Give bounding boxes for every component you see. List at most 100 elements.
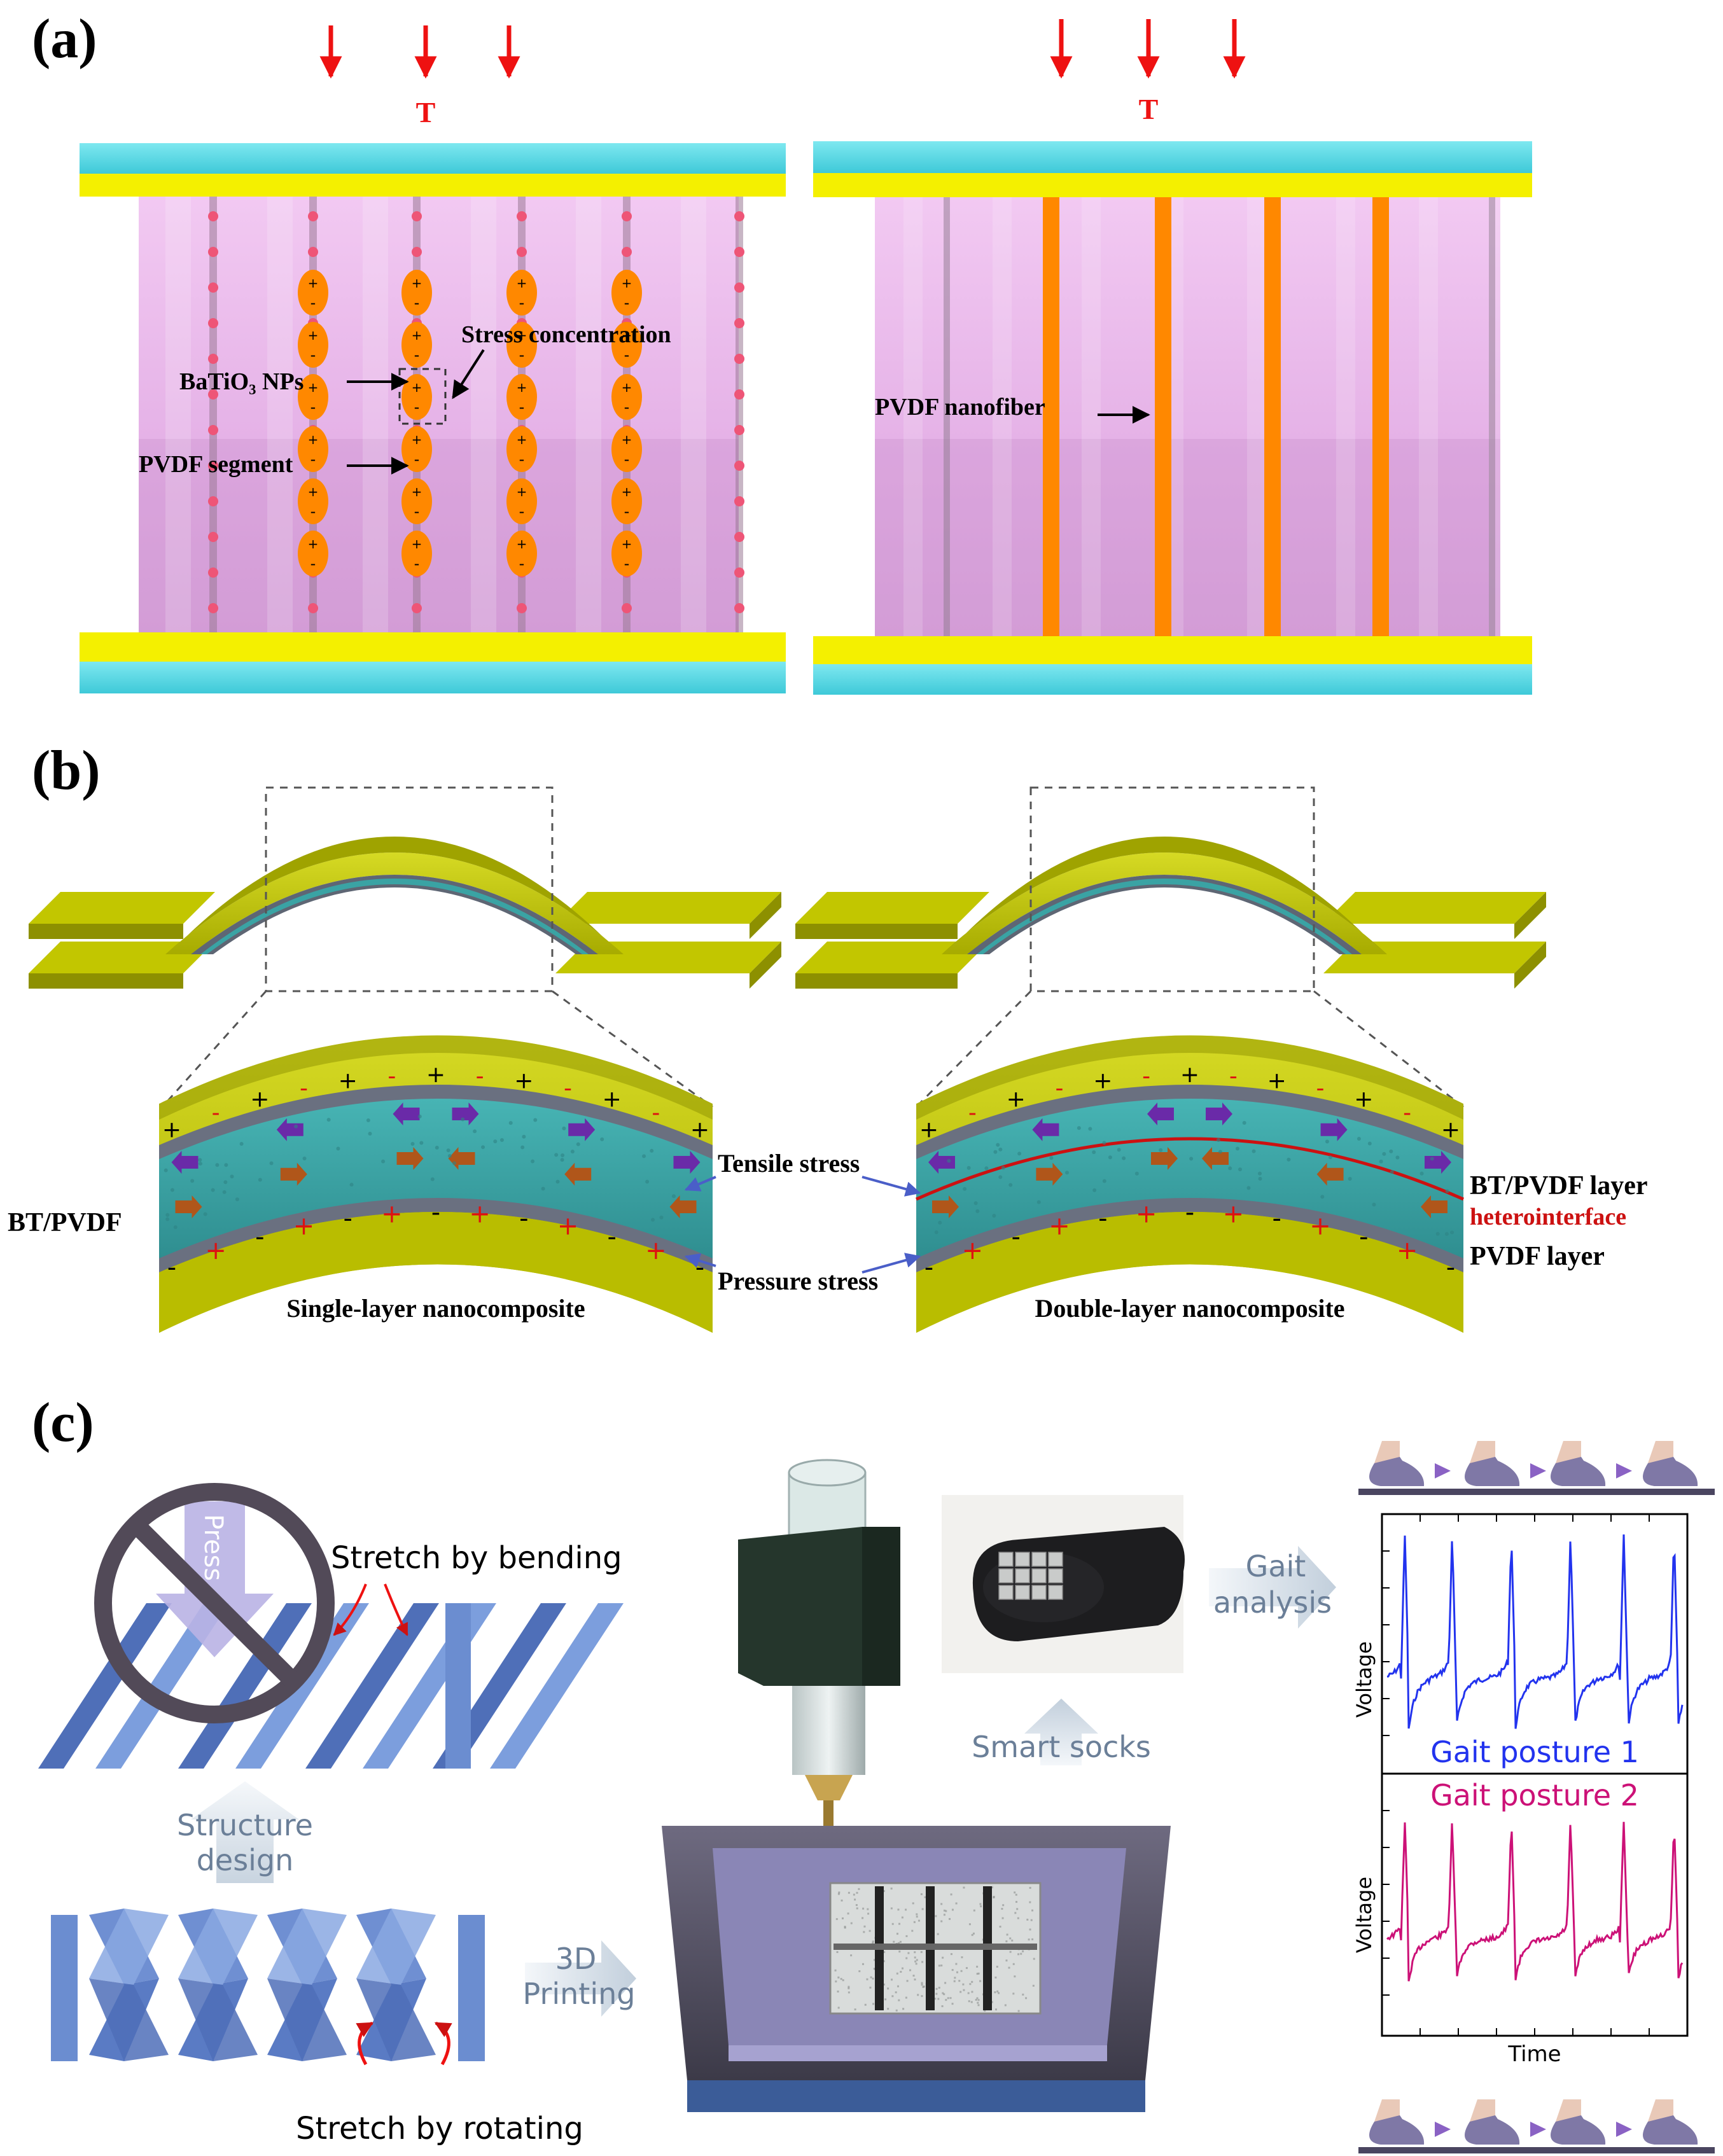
texture-dot — [905, 1997, 907, 1999]
charge-minus: - — [310, 555, 316, 573]
texture-dot — [971, 1981, 973, 1983]
charge-plus: + — [412, 432, 422, 447]
np-dot — [1320, 1195, 1324, 1199]
gait-sequence-top — [1358, 1441, 1715, 1495]
np-dot — [419, 1141, 423, 1144]
surface-charge: + — [1049, 1212, 1070, 1241]
texture-dot — [867, 1909, 868, 1910]
smart-socks-label: Smart socks — [972, 1730, 1151, 1764]
texture-dot — [907, 1952, 909, 1954]
step-arrow — [1435, 1463, 1451, 1478]
surface-charge: + — [162, 1116, 181, 1143]
texture-dot — [863, 1931, 865, 1933]
texture-dot — [858, 1888, 860, 1890]
np-dot — [998, 1175, 1002, 1179]
np-dot — [1065, 1171, 1069, 1174]
np-dot — [651, 1218, 655, 1221]
charge-minus: - — [519, 450, 525, 468]
np-dot — [1390, 1170, 1394, 1174]
texture-dot — [979, 1980, 981, 1982]
texture-dot — [952, 2003, 954, 2005]
texture-dot — [838, 1893, 840, 1895]
pvdf-bead — [734, 282, 744, 293]
texture-dot — [921, 1951, 923, 1953]
texture-dot — [898, 2000, 900, 2001]
texture-dot — [870, 1977, 872, 1979]
sock-sensor-cell — [1032, 1585, 1046, 1599]
pvdf-bead — [734, 211, 744, 221]
np-dot — [1189, 1157, 1193, 1160]
np-dot — [659, 1216, 663, 1220]
texture-dot — [842, 1917, 844, 1919]
texture-dot — [963, 1989, 965, 1991]
surface-charge: + — [1354, 1086, 1373, 1112]
np-dot — [1243, 1121, 1246, 1125]
sock-sensor-cell — [1015, 1569, 1029, 1583]
charge-minus: - — [624, 450, 630, 468]
surface-charge: - — [1316, 1076, 1325, 1102]
printed-lattice — [830, 1883, 1040, 2013]
np-dot — [1122, 1157, 1126, 1160]
np-dot — [1088, 1127, 1092, 1130]
surface-charge: + — [1007, 1086, 1026, 1112]
pvdf-bead — [734, 532, 744, 542]
texture-dot — [973, 1910, 975, 1912]
step-arrow — [1530, 2122, 1546, 2137]
surface-charge: + — [293, 1212, 315, 1241]
np-dot — [1436, 1232, 1440, 1236]
np-dot — [1017, 1151, 1021, 1155]
texture-dot — [955, 1963, 957, 1965]
texture-dot — [1018, 2010, 1020, 2012]
np-dot — [1103, 1179, 1106, 1183]
surface-charge: - — [431, 1198, 440, 1227]
np-dot — [447, 1148, 450, 1152]
charge-plus: + — [308, 484, 319, 499]
texture-dot — [844, 1926, 846, 1928]
np-dot — [1092, 1188, 1096, 1192]
np-dot — [600, 1137, 604, 1141]
texture-dot — [940, 1903, 942, 1905]
np-dot — [1368, 1142, 1372, 1146]
xlabel-time: Time — [1507, 2041, 1561, 2067]
texture-dot — [956, 1972, 958, 1973]
composite-left: +-+-+-+-+-+-+-+-+-+-+-+-+-+-+-+-+-+-+-+-… — [80, 143, 786, 693]
texture-dot — [976, 1966, 978, 1968]
pvdf-bead — [622, 603, 632, 613]
np-dot — [938, 1221, 942, 1225]
texture-dot — [944, 1982, 946, 1984]
texture-dot — [898, 1951, 900, 1952]
pvdf-bead — [734, 389, 744, 400]
surface-charge: - — [387, 1063, 396, 1089]
np-dot — [555, 1180, 559, 1184]
np-dot — [975, 1209, 979, 1213]
texture-dot — [902, 1917, 903, 1919]
np-dot — [1008, 1183, 1012, 1187]
texture-dot — [835, 1980, 837, 1982]
press-label: Press — [199, 1514, 228, 1581]
texture-dot — [902, 2008, 904, 2010]
surface-charge: - — [1446, 1253, 1455, 1282]
texture-dot — [942, 1957, 944, 1959]
np-dot — [493, 1139, 497, 1143]
zoom-single-layer: +--++--++--++--++--++--++- Single-layer … — [159, 1036, 713, 1333]
texture-dot — [1033, 1985, 1035, 1987]
texture-dot — [887, 1987, 889, 1989]
texture-dot — [892, 1923, 894, 1925]
texture-dot — [891, 1888, 893, 1889]
texture-dot — [895, 1991, 897, 1993]
texture-dot — [995, 2008, 997, 2010]
texture-dot — [944, 1914, 945, 1916]
texture-dot — [1017, 1917, 1019, 1919]
np-dot — [223, 1190, 227, 1194]
texture-dot — [856, 1904, 858, 1906]
np-dot — [336, 1146, 340, 1150]
texture-dot — [977, 2002, 979, 2004]
np-dot — [1382, 1152, 1386, 1156]
lattice-bending — [0, 1603, 624, 1769]
texture-dot — [918, 1920, 920, 1922]
panel-b-label: (b) — [32, 740, 101, 802]
pvdf-bead — [208, 318, 218, 328]
np-dot — [165, 1218, 169, 1221]
charge-plus: + — [517, 536, 527, 552]
pvdf-bead — [208, 425, 218, 435]
